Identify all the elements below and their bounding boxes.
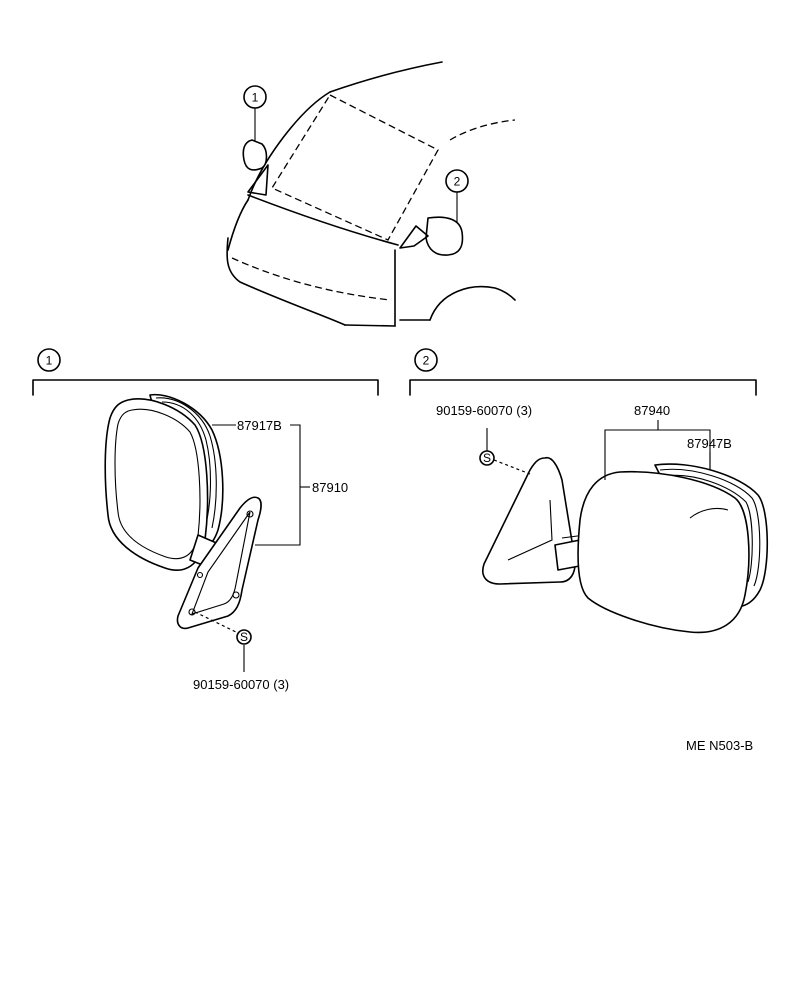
right-mirror-assembly (482, 456, 769, 634)
part-number-87917B: 87917B (237, 418, 282, 433)
vehicle-overview (226, 61, 516, 327)
part-number-screw-2: 90159-60070 (3) (436, 403, 532, 418)
section-2-bracket (409, 379, 757, 396)
svg-text:S: S (240, 630, 248, 644)
section-1-bracket (32, 379, 379, 396)
svg-text:S: S (483, 451, 491, 465)
left-mirror-assembly (104, 393, 262, 630)
svg-text:1: 1 (252, 91, 259, 105)
section-2-marker: 2 (414, 348, 438, 372)
leader-87910-bracket (255, 424, 301, 546)
screw-symbol-1: S (236, 629, 252, 645)
section-1-marker: 1 (37, 348, 61, 372)
svg-text:2: 2 (454, 175, 461, 189)
part-number-87910: 87910 (312, 480, 348, 495)
overview-callout-2: 2 (445, 169, 469, 193)
screw-leader-1 (194, 611, 241, 635)
screw-symbol-2: S (479, 450, 495, 466)
screw-leader-2 (493, 459, 531, 475)
svg-text:2: 2 (423, 354, 430, 368)
part-number-87940: 87940 (634, 403, 670, 418)
diagram-code: ME N503-B (686, 738, 753, 753)
overview-callout-1: 1 (243, 85, 267, 109)
part-number-screw-1: 90159-60070 (3) (193, 677, 289, 692)
svg-text:1: 1 (46, 354, 53, 368)
part-number-87947B: 87947B (687, 436, 732, 451)
